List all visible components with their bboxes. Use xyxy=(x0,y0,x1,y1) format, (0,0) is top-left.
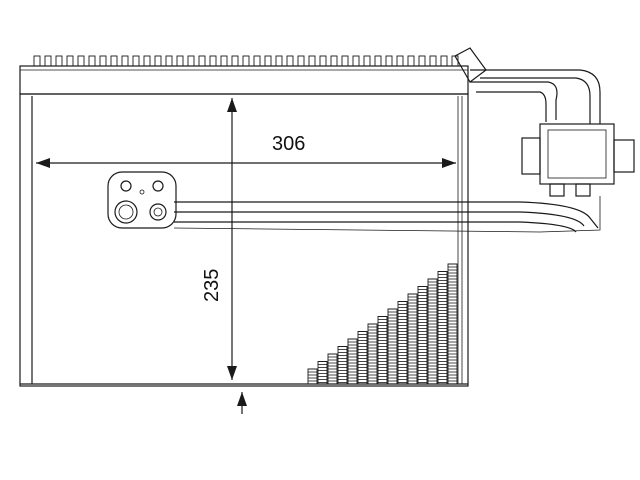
fin-hatching xyxy=(307,263,458,385)
header-teeth xyxy=(33,55,459,67)
height-dimension-label: 235 xyxy=(201,269,223,302)
top-header-fins xyxy=(19,55,469,95)
connector-flange xyxy=(107,171,177,229)
dimension-height: 235 xyxy=(201,98,237,380)
evaporator-core xyxy=(19,93,469,387)
refrigerant-pipes xyxy=(173,47,635,233)
width-dimension-label: 306 xyxy=(272,133,305,155)
dimension-width: 306 xyxy=(36,133,456,168)
